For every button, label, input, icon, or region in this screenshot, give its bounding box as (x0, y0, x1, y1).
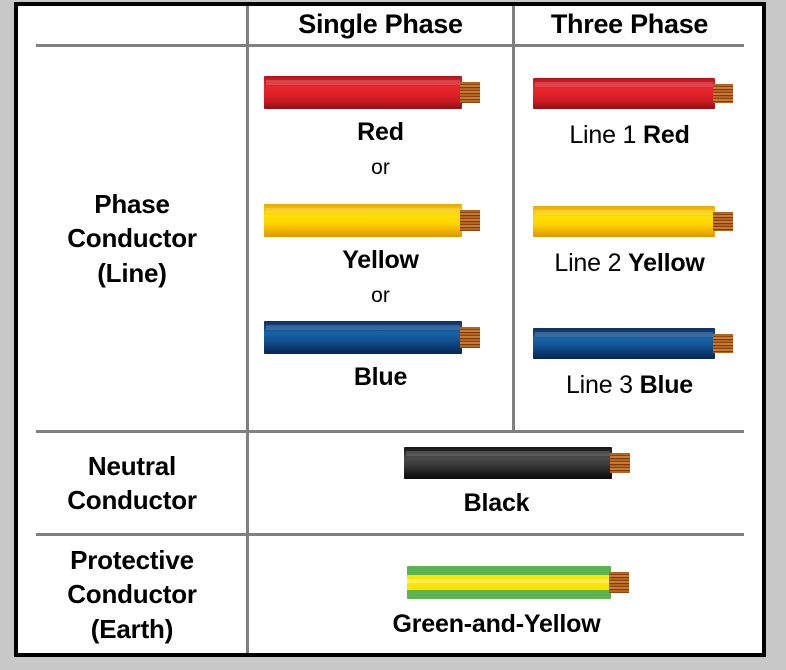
row-header-line-1: Protective (70, 545, 194, 576)
wire-label-single-phase-yellow: Yellow (249, 243, 512, 277)
wire-sheen (266, 79, 460, 86)
wire-graphic-three-phase-line2 (533, 206, 733, 237)
copper-conductor-icon (460, 81, 480, 104)
wire-graphic-three-phase-line3 (533, 328, 733, 359)
row-header-phase-conductor-label: Phase Conductor (Line) (67, 187, 197, 290)
wire-label-neutral-black-text: Black (463, 488, 530, 517)
column-header-three-phase: Three Phase (515, 4, 744, 44)
wire-label-single-phase-yellow-text: Yellow (342, 245, 419, 274)
row-header-line-1: Neutral (87, 450, 177, 481)
row-header-neutral-conductor: Neutral Conductor (18, 433, 246, 533)
wire-label-three-phase-line3: Line 3 Blue (515, 368, 744, 402)
row-header-line-3: (Earth) (90, 613, 174, 644)
column-header-three-phase-label: Three Phase (550, 8, 709, 39)
wire-insulation-blue (264, 321, 462, 354)
row-header-neutral-conductor-label: Neutral Conductor (67, 449, 197, 518)
wire-label-colour: Red (643, 120, 690, 149)
rule-below-neutral-row (36, 533, 744, 536)
separator-or-2: or (249, 282, 512, 310)
wire-label-single-phase-blue: Blue (249, 360, 512, 394)
row-header-phase-conductor: Phase Conductor (Line) (18, 47, 246, 430)
wire-graphic-single-phase-blue (264, 321, 480, 354)
wire-graphic-neutral-black (404, 447, 630, 479)
wire-label-three-phase-line1-text: Line 1 Red (569, 120, 690, 150)
wire-label-single-phase-red-text: Red (357, 117, 404, 146)
copper-conductor-icon (713, 83, 733, 104)
wire-insulation-yellow (533, 206, 715, 237)
row-header-protective-conductor-label: Protective Conductor (Earth) (67, 543, 197, 646)
wire-label-prefix: Line 1 (569, 120, 637, 149)
wire-label-three-phase-line2-text: Line 2 Yellow (554, 249, 704, 278)
separator-or-1: or (249, 154, 512, 182)
row-header-protective-conductor: Protective Conductor (Earth) (18, 536, 246, 653)
wire-insulation-blue (533, 328, 715, 359)
wire-sheen (266, 207, 460, 214)
copper-conductor-icon (460, 326, 480, 349)
wire-label-earth-green-yellow-text: Green-and-Yellow (392, 609, 601, 638)
wire-label-prefix: Line 3 (565, 370, 633, 399)
wire-sheen (406, 450, 610, 456)
wire-label-colour: Yellow (628, 248, 705, 277)
wire-graphic-single-phase-red (264, 76, 480, 109)
wire-insulation-yellow (264, 204, 462, 237)
wire-label-single-phase-red: Red (249, 115, 512, 149)
copper-conductor-icon (460, 209, 480, 232)
row-header-line-1: Phase (94, 189, 170, 220)
wire-label-neutral-black: Black (249, 485, 744, 521)
wiring-colour-code-table: Single Phase Three Phase Phase Conductor… (14, 2, 766, 657)
row-header-line-3: (Line) (97, 257, 167, 288)
wire-sheen (407, 578, 611, 584)
wire-label-prefix: Line 2 (554, 248, 622, 277)
rule-below-header (36, 44, 744, 47)
wire-label-colour: Blue (639, 370, 694, 399)
wire-label-earth-green-yellow: Green-and-Yellow (249, 606, 744, 642)
row-header-line-2: Conductor (67, 579, 197, 610)
wire-graphic-earth-green-yellow (407, 566, 629, 599)
wire-label-three-phase-line2: Line 2 Yellow (515, 246, 744, 280)
row-header-line-2: Conductor (67, 223, 197, 254)
wire-graphic-three-phase-line1 (533, 78, 733, 109)
separator-or-2-text: or (371, 284, 390, 307)
wire-sheen (535, 81, 713, 87)
wire-label-single-phase-blue-text: Blue (353, 362, 408, 391)
wire-graphic-single-phase-yellow (264, 204, 480, 237)
header-cell-blank (18, 6, 246, 44)
copper-conductor-icon (713, 333, 733, 354)
wire-insulation-black (404, 447, 612, 479)
row-header-line-2: Conductor (67, 485, 197, 515)
rule-column-2 (512, 6, 515, 430)
wire-sheen (266, 324, 460, 331)
copper-conductor-icon (713, 211, 733, 232)
wire-label-three-phase-line3-text: Line 3 Blue (566, 371, 693, 400)
wire-sheen (535, 331, 713, 337)
wire-insulation-green-and-yellow (407, 566, 611, 599)
wire-label-three-phase-line1: Line 1 Red (515, 118, 744, 152)
rule-below-phase-row (36, 430, 744, 433)
separator-or-1-text: or (371, 156, 390, 179)
wire-insulation-red (264, 76, 462, 109)
column-header-single-phase-label: Single Phase (298, 8, 463, 39)
copper-conductor-icon (610, 452, 630, 474)
wire-insulation-red (533, 78, 715, 109)
column-header-single-phase: Single Phase (249, 4, 512, 44)
wire-sheen (535, 209, 713, 215)
rule-column-1 (246, 6, 249, 653)
copper-conductor-icon (609, 571, 629, 594)
